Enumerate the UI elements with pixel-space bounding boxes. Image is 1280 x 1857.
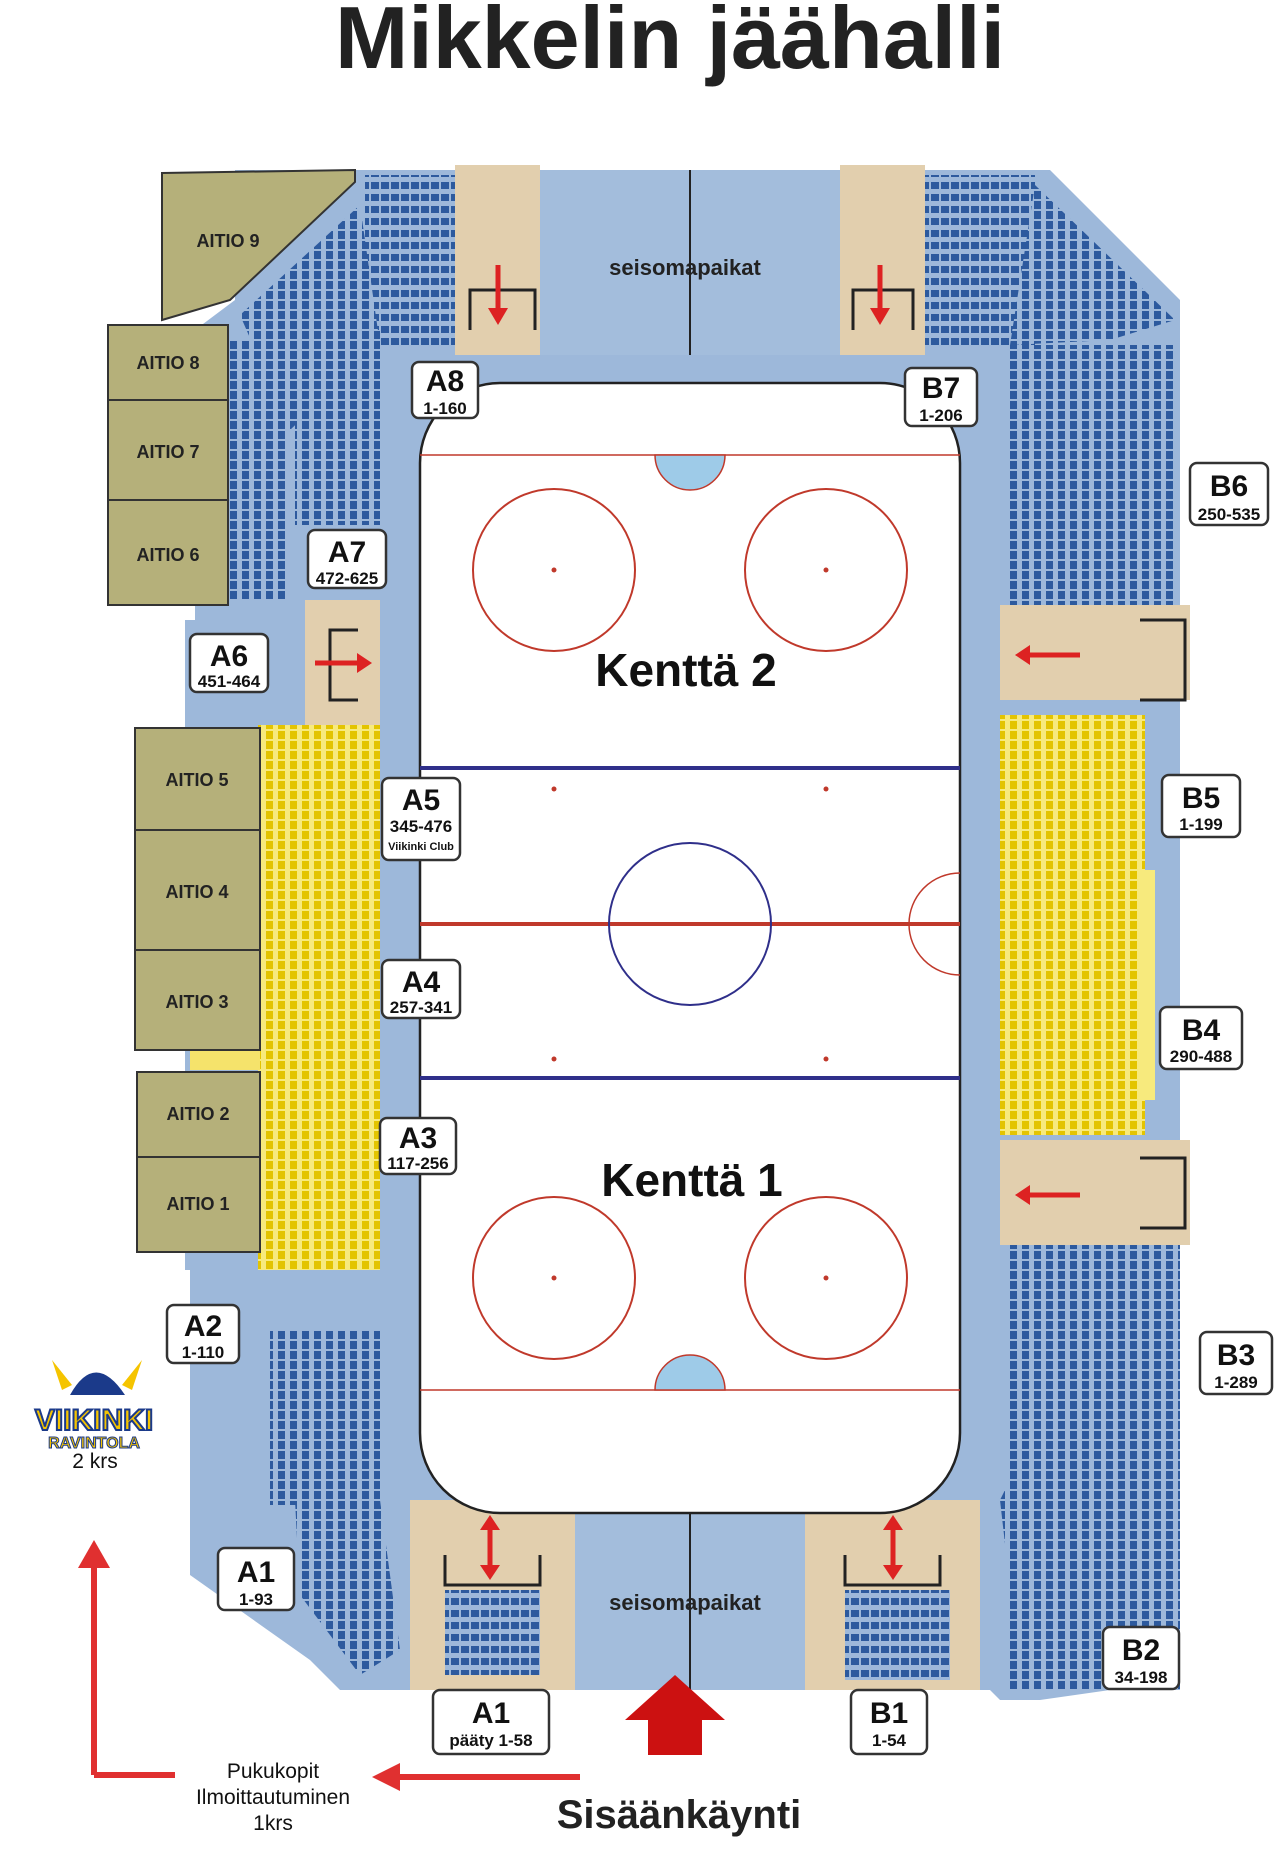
aitio-box xyxy=(134,829,261,951)
svg-text:345-476: 345-476 xyxy=(390,817,452,836)
aitio-box xyxy=(107,499,229,606)
aitio-label: AITIO 3 xyxy=(165,992,228,1012)
svg-text:1-54: 1-54 xyxy=(872,1731,907,1750)
svg-text:1-206: 1-206 xyxy=(919,406,962,425)
section-label-b4: B4 290-488 xyxy=(1158,1005,1244,1071)
standing-label-top: seisomapaikat xyxy=(609,255,761,280)
aitio-label: AITIO 9 xyxy=(196,231,259,251)
svg-text:B2: B2 xyxy=(1122,1634,1160,1667)
seats-corner-top-right xyxy=(1010,185,1175,345)
aitio-label: AITIO 7 xyxy=(136,442,199,462)
aitio-box xyxy=(134,727,261,831)
restaurant-floor: 2 krs xyxy=(72,1450,118,1473)
aitio-label: AITIO 1 xyxy=(166,1194,229,1214)
svg-text:A1: A1 xyxy=(237,1556,275,1589)
svg-text:A3: A3 xyxy=(399,1122,437,1155)
section-label-a3: A3 117-256 xyxy=(378,1116,458,1176)
registration-label: Ilmoittautuminen xyxy=(196,1786,350,1809)
standing-label-bottom: seisomapaikat xyxy=(609,1590,761,1615)
page-title: Mikkelin jäähalli xyxy=(335,0,1005,87)
svg-text:117-256: 117-256 xyxy=(387,1154,448,1173)
seats-corner-bottom-right xyxy=(1000,1420,1180,1675)
aitio-box xyxy=(107,324,229,401)
aitio-box xyxy=(136,1071,261,1158)
section-label-b3: B3 1-289 xyxy=(1198,1330,1274,1396)
svg-text:B5: B5 xyxy=(1182,782,1220,815)
svg-text:451-464: 451-464 xyxy=(198,672,261,691)
section-label-b5: B5 1-199 xyxy=(1160,773,1242,839)
seats-right-upper xyxy=(1005,345,1175,605)
entrance-arrow-icon xyxy=(625,1675,725,1755)
svg-text:1-93: 1-93 xyxy=(239,1590,273,1609)
seats-top-left xyxy=(365,175,455,345)
section-label-a4: A4 257-341 xyxy=(380,958,462,1020)
svg-text:B3: B3 xyxy=(1217,1339,1255,1372)
section-label-a2: A2 1-110 xyxy=(165,1303,241,1365)
aitio-label: AITIO 5 xyxy=(165,770,228,790)
svg-text:250-535: 250-535 xyxy=(1198,505,1260,524)
ice-rink xyxy=(418,381,962,1515)
svg-text:A6: A6 xyxy=(210,640,248,673)
section-label-a5: A5 345-476 Viikinki Club xyxy=(380,776,462,862)
seats-left-yellow-upper xyxy=(258,725,380,1070)
svg-text:34-198: 34-198 xyxy=(1115,1668,1168,1687)
svg-text:A8: A8 xyxy=(426,365,464,398)
lockers-label: Pukukopit xyxy=(227,1760,319,1783)
section-label-a1-side: A1 1-93 xyxy=(216,1546,296,1612)
seats-left-upper xyxy=(295,330,380,525)
svg-text:257-341: 257-341 xyxy=(390,998,452,1017)
svg-text:1-199: 1-199 xyxy=(1179,815,1222,834)
aitio-box xyxy=(161,168,356,322)
aitio-label: AITIO 6 xyxy=(136,545,199,565)
field-label-lower: Kenttä 1 xyxy=(601,1154,782,1206)
section-label-b7: B7 1-206 xyxy=(903,366,979,428)
section-label-a6: A6 451-464 xyxy=(188,632,270,694)
svg-text:pääty 1-58: pääty 1-58 xyxy=(449,1731,532,1750)
svg-text:1-110: 1-110 xyxy=(182,1343,225,1362)
section-label-b2: B2 34-198 xyxy=(1101,1625,1181,1691)
floor-label: 1krs xyxy=(253,1812,293,1835)
svg-text:A4: A4 xyxy=(402,966,441,999)
seats-left-upper-outer xyxy=(225,340,290,600)
svg-text:VIIKINKI: VIIKINKI xyxy=(35,1404,153,1437)
aitio-label: AITIO 8 xyxy=(136,353,199,373)
svg-text:A5: A5 xyxy=(402,784,440,817)
seats-corner-bottom-left xyxy=(295,1500,400,1675)
svg-text:B7: B7 xyxy=(922,372,960,405)
svg-text:B4: B4 xyxy=(1182,1014,1221,1047)
seats-left-lower xyxy=(270,1330,380,1505)
svg-text:A7: A7 xyxy=(328,536,366,569)
seats-right-yellow xyxy=(1000,715,1145,1135)
aitio-box xyxy=(136,1156,261,1253)
aitio-box xyxy=(134,949,261,1051)
field-label-upper: Kenttä 2 xyxy=(595,644,776,696)
stairs-top-left xyxy=(455,165,540,355)
section-label-a1-end: A1 pääty 1-58 xyxy=(431,1688,551,1756)
entrance-label: Sisäänkäynti xyxy=(557,1793,802,1837)
aitio-label: AITIO 4 xyxy=(165,882,228,902)
svg-text:290-488: 290-488 xyxy=(1170,1047,1232,1066)
section-label-a7: A7 472-625 xyxy=(306,528,388,590)
svg-text:1-289: 1-289 xyxy=(1214,1373,1257,1392)
restaurant-logo: VIIKINKI RAVINTOLA xyxy=(34,1360,154,1453)
svg-text:A2: A2 xyxy=(184,1310,222,1343)
section-label-b1: B1 1-54 xyxy=(849,1688,929,1756)
viking-helmet-icon xyxy=(70,1372,125,1395)
svg-text:B1: B1 xyxy=(870,1697,908,1730)
section-label-b6: B6 250-535 xyxy=(1188,461,1270,527)
svg-text:A1: A1 xyxy=(472,1697,510,1730)
section-label-a8: A8 1-160 xyxy=(410,360,480,420)
aitio-label: AITIO 2 xyxy=(166,1104,229,1124)
aitio-box xyxy=(107,399,229,501)
svg-text:B6: B6 xyxy=(1210,470,1248,503)
svg-text:RAVINTOLA: RAVINTOLA xyxy=(48,1435,140,1452)
svg-text:1-160: 1-160 xyxy=(423,399,466,418)
svg-text:472-625: 472-625 xyxy=(316,569,378,588)
seats-left-yellow-lower xyxy=(258,1070,380,1270)
svg-text:Viikinki Club: Viikinki Club xyxy=(388,841,454,853)
